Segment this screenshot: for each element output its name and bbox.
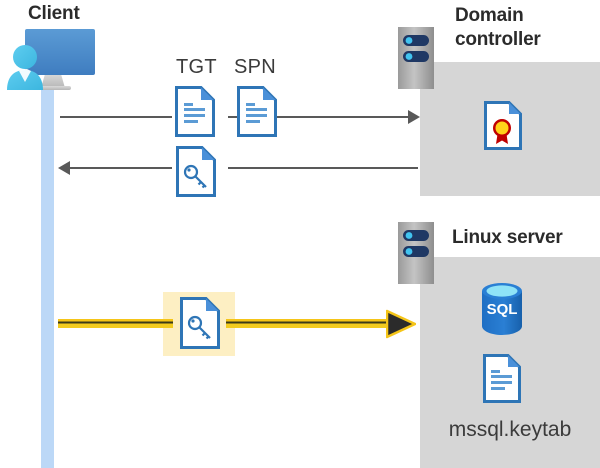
- tgt-label: TGT: [176, 56, 217, 78]
- linux-arrow-line-right: [226, 319, 392, 328]
- spn-document-icon: [237, 86, 277, 137]
- client-computer-icon: [3, 26, 99, 96]
- sql-database-icon: SQL: [479, 281, 525, 337]
- linux-arrow-line-left: [58, 319, 173, 328]
- arrow-right-highlight-icon: [385, 308, 417, 340]
- request-arrow-line-right: [228, 116, 418, 118]
- domain-controller-title-line2: controller: [455, 29, 541, 50]
- keytab-document-icon: [483, 354, 521, 403]
- presented-ticket-key-document-icon: [180, 297, 220, 349]
- certificate-document-icon: [484, 101, 522, 150]
- linux-server-rack-icon: [398, 222, 434, 284]
- response-arrow-line-left: [60, 167, 172, 169]
- request-arrow-line-left: [60, 116, 172, 118]
- spn-label: SPN: [234, 56, 277, 78]
- response-arrow-line-right: [228, 167, 418, 169]
- domain-controller-server-rack-icon: [398, 27, 434, 89]
- tgt-document-icon: [175, 86, 215, 137]
- client-lifeline: [41, 88, 54, 468]
- arrow-right-icon: [408, 110, 420, 124]
- ticket-key-document-icon: [176, 146, 216, 197]
- arrow-left-icon: [58, 161, 70, 175]
- client-title: Client: [28, 3, 80, 24]
- domain-controller-title: Domain controller: [455, 4, 595, 52]
- keytab-file-label: mssql.keytab: [448, 418, 572, 441]
- svg-text:SQL: SQL: [487, 301, 518, 318]
- linux-server-title: Linux server: [452, 227, 563, 248]
- domain-controller-title-line1: Domain: [455, 5, 524, 26]
